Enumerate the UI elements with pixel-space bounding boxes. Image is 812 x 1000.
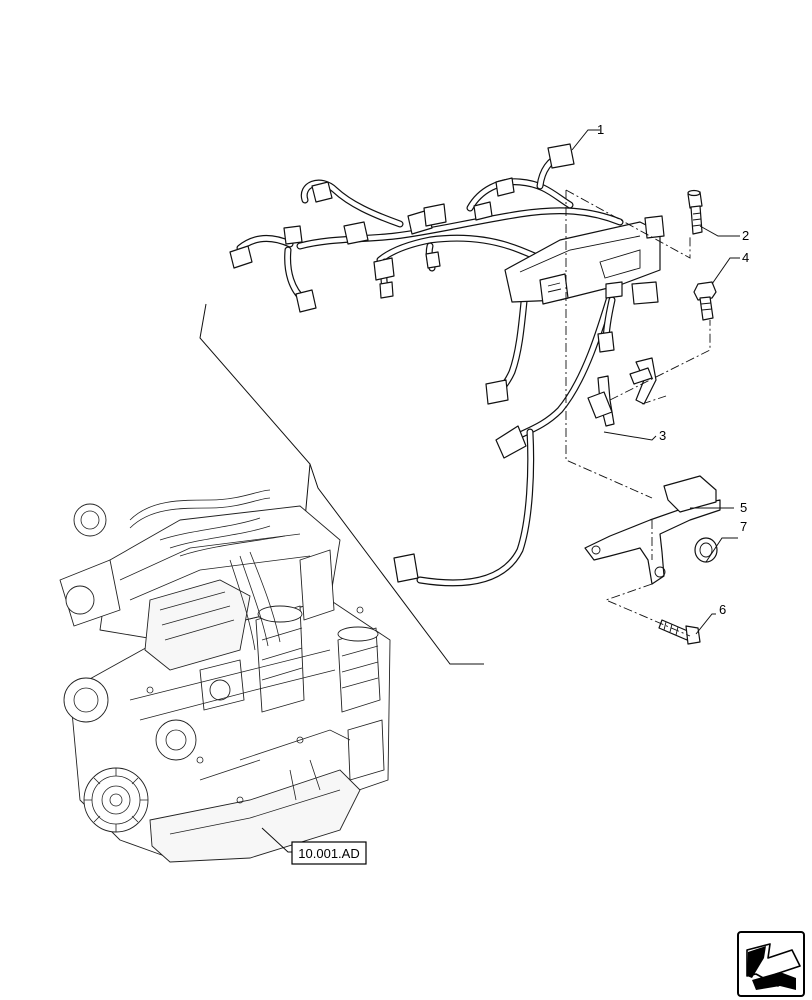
mounting-bracket — [584, 475, 721, 585]
callout-1: 1 — [597, 122, 604, 137]
reference-link[interactable]: 10.001.AD — [261, 827, 367, 865]
callout-4: 4 — [742, 250, 749, 265]
engine-assembly — [59, 489, 391, 863]
callout-7: 7 — [740, 519, 747, 534]
bolt-socket-head — [687, 189, 703, 235]
callout-leaders — [571, 129, 740, 635]
callout-3: 3 — [659, 428, 666, 443]
bolt-flange — [658, 619, 701, 645]
wiring-harness — [229, 143, 665, 587]
callout-2: 2 — [742, 228, 749, 243]
bolt-hex-flange — [693, 281, 717, 321]
callout-5: 5 — [740, 500, 747, 515]
reference-box-label: 10.001.AD — [298, 846, 359, 861]
previous-page-arrow-icon[interactable] — [737, 931, 805, 997]
callout-6: 6 — [719, 602, 726, 617]
zoom-indicator-lines — [199, 303, 484, 665]
harness-clips — [587, 357, 657, 427]
assembly-lines — [565, 189, 711, 637]
